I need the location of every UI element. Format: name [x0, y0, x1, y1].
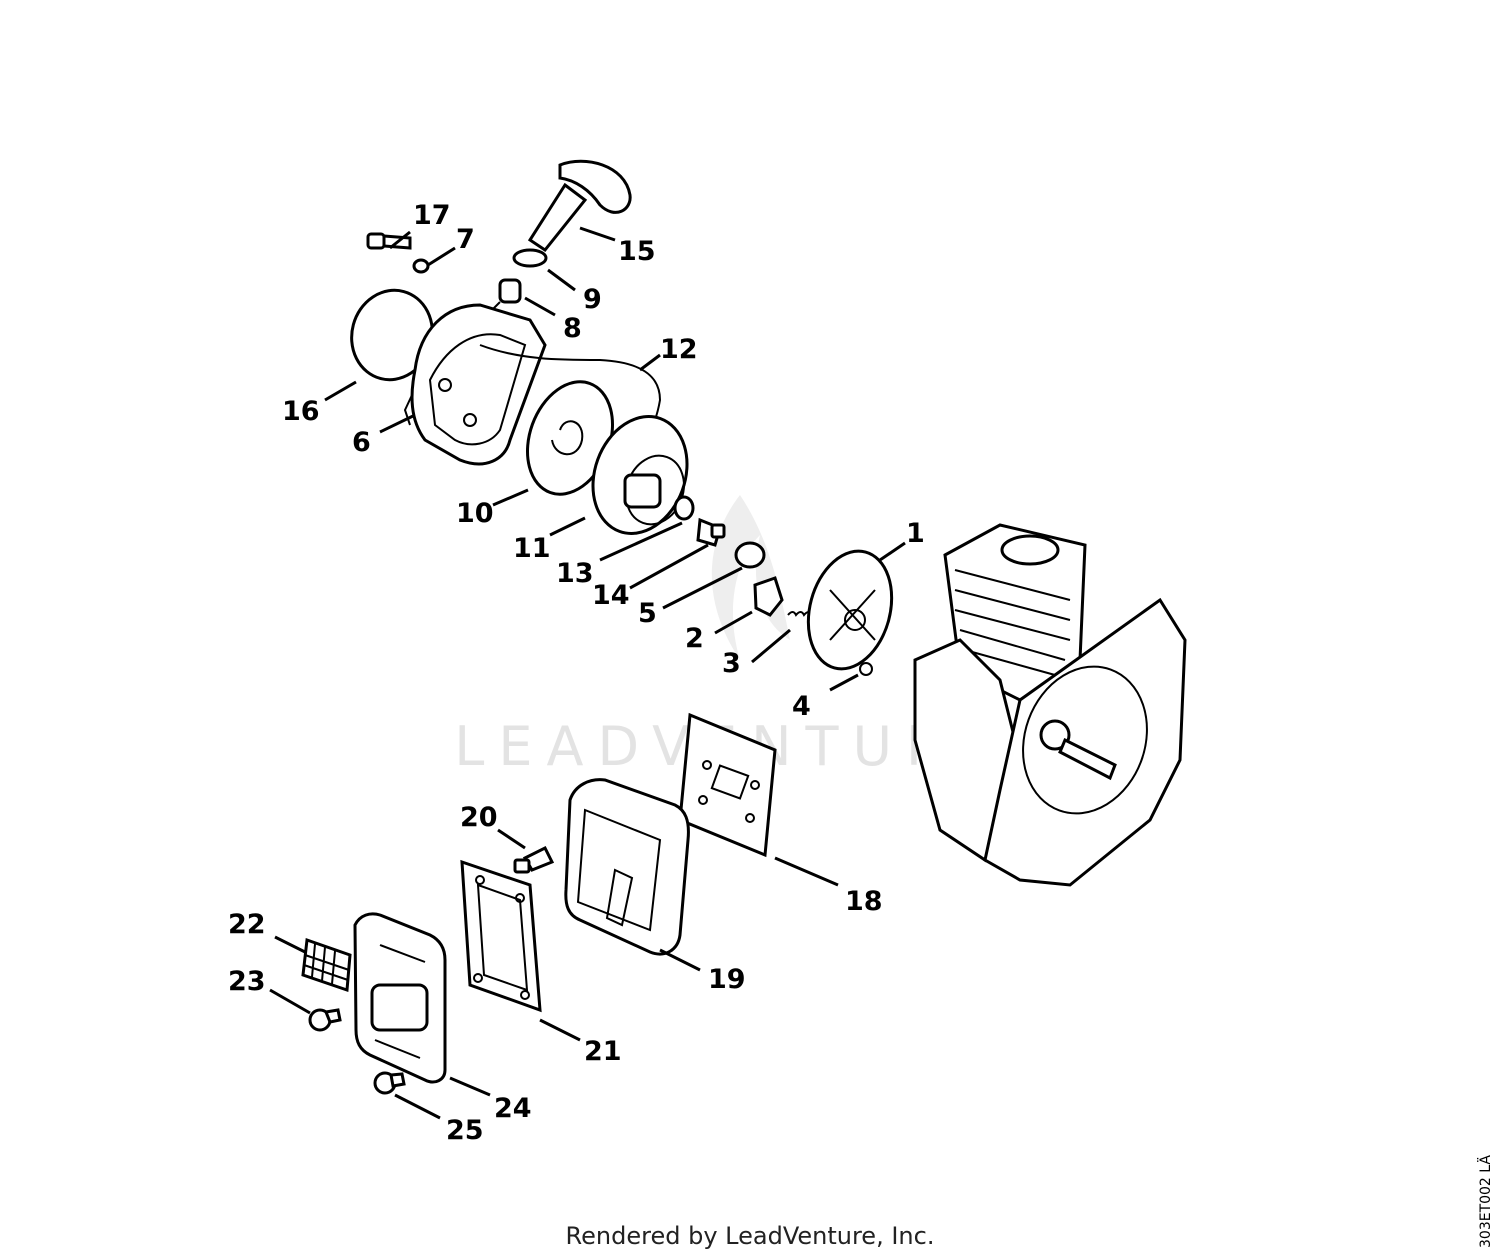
part-rope-guide	[512, 248, 548, 268]
leader-lines	[269, 226, 906, 1120]
part-screw-23	[308, 1008, 342, 1032]
drawing-code: 303ET002 LÄ	[1478, 1090, 1494, 1250]
part-washer-7	[412, 258, 430, 274]
part-nut-5	[734, 541, 766, 569]
drawing-code-text: 303ET002 LÄ	[1478, 1155, 1494, 1248]
part-pawl-2	[753, 576, 784, 617]
part-spark-screen	[301, 937, 352, 993]
part-washer-13	[673, 495, 695, 521]
part-gasket-18	[678, 712, 777, 858]
part-fan-housing	[403, 303, 547, 466]
callout-24: 24	[494, 1093, 532, 1124]
callout-5: 5	[638, 598, 657, 629]
callout-22: 22	[228, 909, 266, 940]
part-starter-grip	[527, 159, 632, 253]
callout-16: 16	[282, 396, 320, 427]
part-clip-4	[859, 662, 873, 676]
callout-18: 18	[845, 886, 883, 917]
callout-20: 20	[460, 802, 498, 833]
callout-7: 7	[456, 224, 475, 255]
footer-credit: Rendered by LeadVenture, Inc.	[565, 1222, 935, 1250]
callout-2: 2	[685, 623, 704, 654]
callout-11: 11	[513, 533, 551, 564]
callout-9: 9	[583, 284, 602, 315]
part-muffler-body	[564, 778, 690, 956]
callout-12: 12	[660, 334, 698, 365]
part-screw-14	[696, 517, 726, 547]
callout-3: 3	[722, 648, 741, 679]
callout-numbers: 1 2 3 4 5 6 7 8 9 10 11 12 13 14 15 16 1…	[228, 200, 925, 1146]
callout-15: 15	[618, 236, 656, 267]
callout-21: 21	[584, 1036, 622, 1067]
callout-10: 10	[456, 498, 494, 529]
callout-13: 13	[556, 558, 594, 589]
callout-17: 17	[413, 200, 451, 231]
part-fan-wheel	[806, 549, 894, 671]
callout-14: 14	[592, 580, 630, 611]
callout-23: 23	[228, 966, 266, 997]
callout-19: 19	[708, 964, 746, 995]
callout-1: 1	[906, 518, 925, 549]
part-muffler-cover	[353, 912, 447, 1084]
part-engine-crankcase	[913, 523, 1187, 887]
callout-8: 8	[563, 313, 582, 344]
part-screw-25	[373, 1071, 406, 1095]
part-screw-20	[513, 845, 555, 874]
part-gasket-21	[460, 859, 542, 1013]
callout-6: 6	[352, 427, 371, 458]
callout-25: 25	[446, 1115, 484, 1146]
callout-4: 4	[792, 691, 811, 722]
